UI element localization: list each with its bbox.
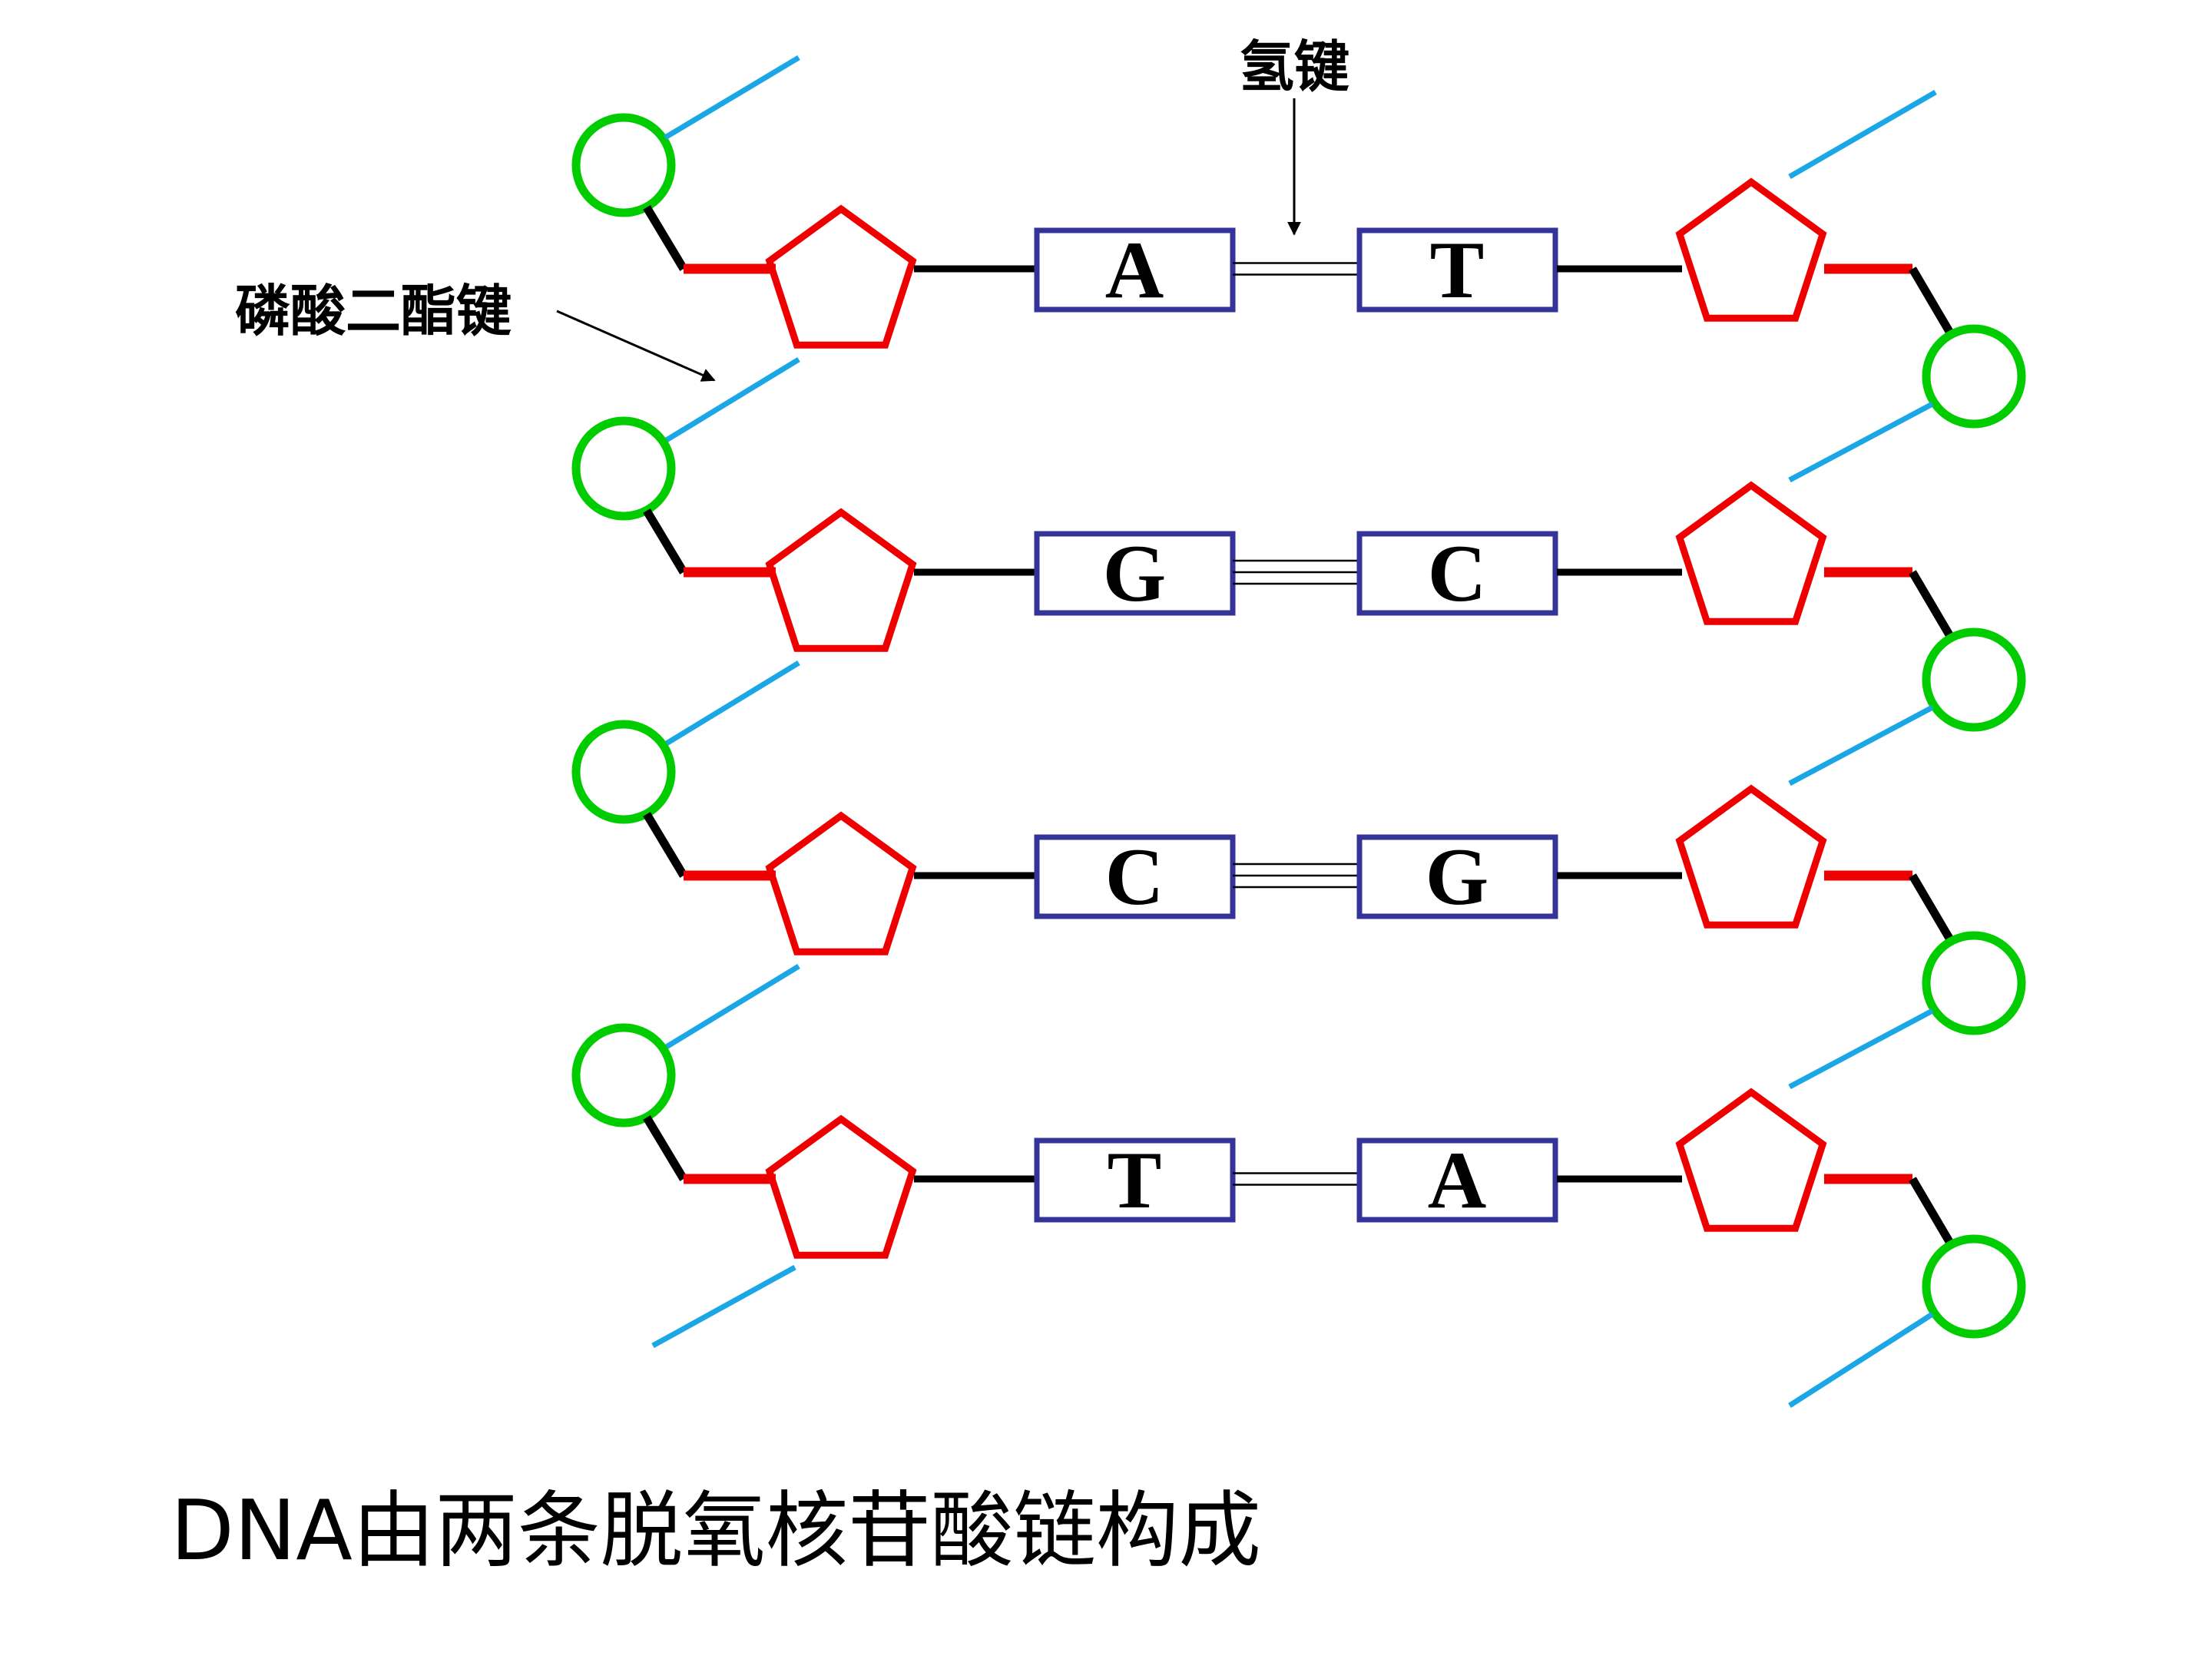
right-backbone-link xyxy=(1788,1312,1934,1408)
phosphodiester-bond-arrow xyxy=(556,310,716,382)
left-deoxyribose-pentagon xyxy=(765,811,917,955)
right-backbone-link xyxy=(1788,704,1934,786)
right-base-letter: G xyxy=(1426,832,1488,922)
right-deoxyribose-pentagon xyxy=(1675,784,1827,929)
left-phosphate-connector xyxy=(643,508,687,575)
right-phosphate-connector xyxy=(1909,570,1955,640)
right-base-box xyxy=(1356,834,1558,919)
right-backbone-link xyxy=(1788,1008,1934,1090)
left-base-letter: A xyxy=(1105,225,1164,315)
left-deoxyribose-pentagon xyxy=(765,204,917,349)
right-base-letter: T xyxy=(1430,225,1485,315)
right-deoxyribose-pentagon xyxy=(1675,1088,1827,1232)
left-base-letter: C xyxy=(1105,832,1164,922)
left-base-box xyxy=(1034,834,1236,919)
right-base-letter: A xyxy=(1428,1135,1487,1225)
right-backbone-link xyxy=(1788,89,1937,180)
left-deoxyribose-pentagon xyxy=(765,1114,917,1259)
dna-double-strand: A T G C C G T A xyxy=(571,55,2026,1408)
left-deoxyribose-pentagon xyxy=(765,508,917,652)
right-phosphate-circle xyxy=(1922,1234,2026,1339)
left-backbone-link xyxy=(664,964,800,1050)
left-phosphate-circle xyxy=(571,720,676,824)
left-phosphate-circle xyxy=(571,416,676,521)
right-phosphate-connector xyxy=(1909,873,1955,943)
right-base-box xyxy=(1356,227,1558,313)
caption: DNA由两条脱氧核苷酸链构成 xyxy=(171,1483,1261,1579)
hydrogen-bond-label: 氢键 xyxy=(1239,35,1349,99)
left-base-letter: T xyxy=(1108,1135,1162,1225)
right-phosphate-connector xyxy=(1909,267,1955,336)
right-phosphate-circle xyxy=(1922,931,2026,1035)
right-phosphate-connector xyxy=(1909,1177,1955,1247)
right-deoxyribose-pentagon xyxy=(1675,177,1827,322)
left-phosphate-circle xyxy=(571,113,676,217)
right-base-box xyxy=(1356,1137,1558,1223)
phosphodiester-bond-label: 磷酸二酯键 xyxy=(235,279,512,343)
left-base-box xyxy=(1034,1137,1236,1223)
left-base-box xyxy=(1034,531,1236,616)
left-phosphate-connector xyxy=(643,1115,687,1181)
right-deoxyribose-pentagon xyxy=(1675,481,1827,625)
left-phosphate-connector xyxy=(643,205,687,271)
right-phosphate-circle xyxy=(1922,324,2026,429)
right-base-letter: C xyxy=(1428,528,1487,618)
left-base-letter: G xyxy=(1103,528,1166,618)
right-base-box xyxy=(1356,531,1558,616)
left-phosphate-circle xyxy=(571,1023,676,1128)
left-backbone-link xyxy=(664,357,800,443)
right-backbone-link xyxy=(1788,401,1934,483)
left-backbone-link xyxy=(651,1264,796,1349)
left-phosphate-connector xyxy=(643,812,687,878)
left-backbone-link xyxy=(664,55,800,141)
left-backbone-link xyxy=(664,661,800,747)
left-base-box xyxy=(1034,227,1236,313)
right-phosphate-circle xyxy=(1922,628,2026,732)
